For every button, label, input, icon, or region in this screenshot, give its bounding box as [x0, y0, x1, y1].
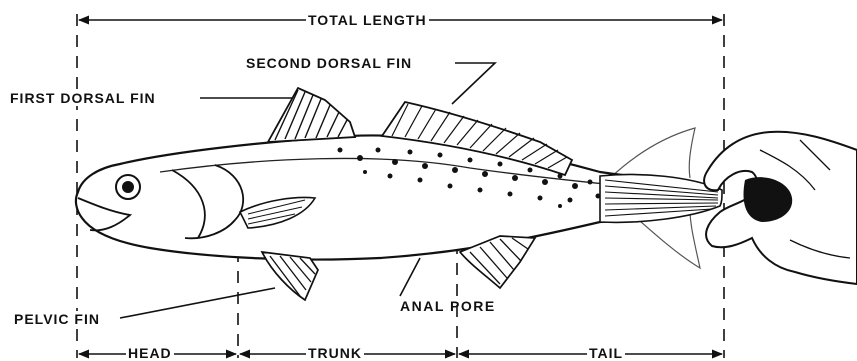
head-label: HEAD — [126, 345, 174, 361]
total-length-label: TOTAL LENGTH — [306, 12, 429, 28]
pelvic-fin-label: PELVIC FIN — [12, 311, 102, 327]
second-dorsal-fin-leader — [452, 63, 495, 104]
second-dorsal-fin-label: SECOND DORSAL FIN — [244, 55, 414, 71]
pelvic-fin — [262, 252, 318, 300]
pelvic-fin-leader — [120, 288, 275, 318]
first-dorsal-fin-label: FIRST DORSAL FIN — [8, 90, 158, 106]
fish-pupil — [122, 181, 134, 193]
anal-pore-leader — [400, 258, 420, 296]
anal-pore-label: ANAL PORE — [398, 298, 498, 314]
first-dorsal-fin — [268, 88, 355, 142]
trunk-label: TRUNK — [306, 345, 364, 361]
tail-label: TAIL — [587, 345, 625, 361]
